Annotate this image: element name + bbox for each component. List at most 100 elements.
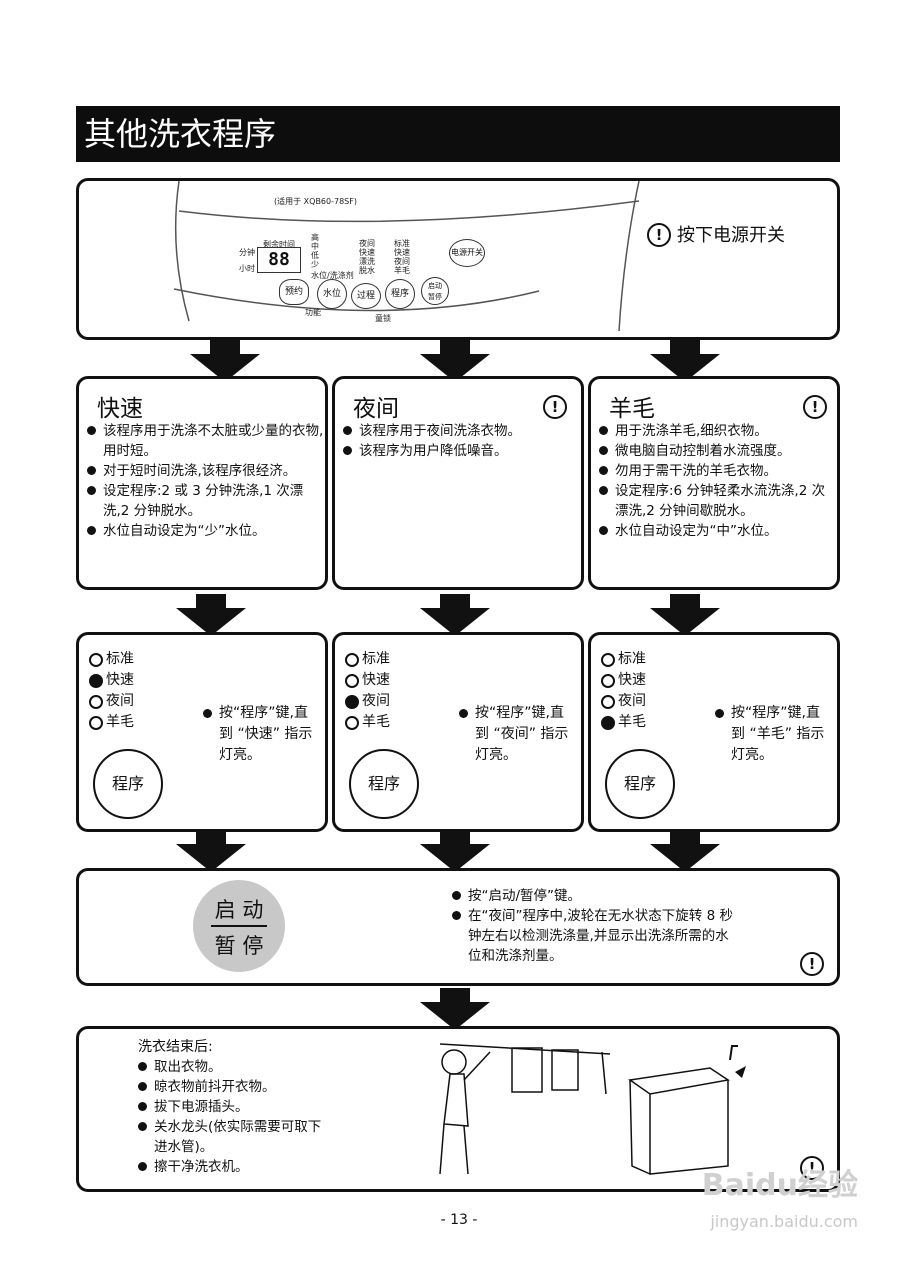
list-item: 勿用于需干洗的羊毛衣物。 bbox=[599, 461, 837, 481]
card-quick: 快速 该程序用于洗涤不太脏或少量的衣物,用时短。 对于短时间洗涤,该程序很经济。… bbox=[76, 376, 328, 590]
program-button[interactable]: 程序 bbox=[385, 279, 415, 309]
card-bullets: 该程序用于洗涤不太脏或少量的衣物,用时短。 对于短时间洗涤,该程序很经济。 设定… bbox=[87, 421, 325, 541]
end-instructions: 取出衣物。 晾衣物前抖开衣物。 拔下电源插头。 关水龙头(依实际需要可取下进水管… bbox=[138, 1057, 328, 1177]
indicator-light bbox=[345, 652, 359, 667]
indicator-light bbox=[601, 652, 615, 667]
washing-machine-illustration bbox=[628, 1045, 746, 1175]
option-wool: 羊毛 bbox=[89, 712, 134, 733]
indicator-light bbox=[601, 673, 615, 688]
indicator-light bbox=[89, 652, 103, 667]
hours-label: 小时 bbox=[239, 264, 255, 273]
indicator-light bbox=[601, 694, 615, 709]
indicator-light bbox=[601, 715, 615, 730]
card-title: 羊毛 bbox=[609, 396, 655, 422]
option-night: 夜间 bbox=[345, 691, 390, 712]
card-wool: 羊毛 ! 用于洗涤羊毛,细织衣物。 微电脑自动控制着水流强度。 勿用于需干洗的羊… bbox=[588, 376, 840, 590]
warning-icon: ! bbox=[543, 395, 567, 419]
indicator-light bbox=[345, 673, 359, 688]
list-item: 设定程序:2 或 3 分钟洗涤,1 次漂洗,2 分钟脱水。 bbox=[87, 481, 325, 521]
down-arrow-icon bbox=[650, 830, 720, 872]
list-item: 晾衣物前抖开衣物。 bbox=[138, 1077, 328, 1097]
down-arrow-icon bbox=[420, 830, 490, 872]
down-arrow-icon bbox=[420, 988, 490, 1030]
card-bullets: 该程序用于夜间洗涤衣物。 该程序为用户降低噪音。 bbox=[343, 421, 581, 461]
option-quick: 快速 bbox=[89, 670, 134, 691]
power-instruction: 按下电源开关 bbox=[677, 225, 785, 246]
program-lights-col1: 夜间 快速 漂洗 脱水 bbox=[359, 239, 375, 275]
indicator-light bbox=[345, 694, 359, 709]
process-button[interactable]: 过程 bbox=[351, 283, 381, 309]
indicator-light bbox=[89, 673, 103, 688]
option-quick: 快速 bbox=[601, 670, 646, 691]
program-options: 标准 快速 夜间 羊毛 bbox=[345, 649, 390, 733]
option-wool: 羊毛 bbox=[345, 712, 390, 733]
power-switch-button[interactable]: 电源开关 bbox=[449, 239, 485, 267]
water-caption: 水位/洗涤剂 bbox=[311, 271, 354, 280]
list-item: 水位自动设定为“中”水位。 bbox=[599, 521, 837, 541]
list-item: 按“启动/暂停”键。 bbox=[452, 886, 742, 906]
program-options: 标准 快速 夜间 羊毛 bbox=[601, 649, 646, 733]
list-item: 水位自动设定为“少”水位。 bbox=[87, 521, 325, 541]
program-options: 标准 快速 夜间 羊毛 bbox=[89, 649, 134, 733]
list-item: 用于洗涤羊毛,细织衣物。 bbox=[599, 421, 837, 441]
list-item: 对于短时间洗涤,该程序很经济。 bbox=[87, 461, 325, 481]
program-button[interactable]: 程序 bbox=[93, 749, 163, 819]
water-level-button[interactable]: 水位 bbox=[317, 279, 347, 309]
down-arrow-icon bbox=[176, 830, 246, 872]
press-instruction: 按“程序”键,直 到 “快速” 指示 灯亮。 bbox=[203, 703, 312, 766]
start-instructions: 按“启动/暂停”键。 在“夜间”程序中,波轮在无水状态下旋转 8 秒钟左右以检测… bbox=[452, 886, 742, 966]
list-item: 取出衣物。 bbox=[138, 1057, 328, 1077]
list-item: 该程序用于夜间洗涤衣物。 bbox=[343, 421, 581, 441]
program-lights-col2: 标准 快速 夜间 羊毛 bbox=[394, 239, 410, 275]
warning-icon: ! bbox=[647, 223, 671, 247]
start-pause-button-small[interactable]: 启动暂停 bbox=[421, 277, 449, 305]
option-night: 夜间 bbox=[89, 691, 134, 712]
washer-panel-illustration bbox=[173, 181, 640, 332]
selector-quick: 标准 快速 夜间 羊毛 按“程序”键,直 到 “快速” 指示 灯亮。 程序 bbox=[76, 632, 328, 832]
option-quick: 快速 bbox=[345, 670, 390, 691]
indicator-light bbox=[345, 715, 359, 730]
minutes-label: 分钟 bbox=[239, 248, 255, 257]
indicator-light bbox=[89, 715, 103, 730]
watermark-logo: Baidu经验 bbox=[701, 1168, 858, 1203]
function-label: 功能 bbox=[305, 308, 321, 317]
down-arrow-icon bbox=[176, 594, 246, 636]
option-night: 夜间 bbox=[601, 691, 646, 712]
card-title: 快速 bbox=[97, 396, 143, 422]
down-arrow-icon bbox=[420, 594, 490, 636]
down-arrow-icon bbox=[190, 340, 260, 382]
selector-night: 标准 快速 夜间 羊毛 按“程序”键,直 到 “夜间” 指示 灯亮。 程序 bbox=[332, 632, 584, 832]
water-level-labels: 高 中 低 少 bbox=[311, 233, 319, 269]
list-item: 关水龙头(依实际需要可取下进水管)。 bbox=[138, 1117, 328, 1157]
woman-hanging-laundry-illustration bbox=[439, 1043, 611, 1175]
start-pause-button[interactable]: 启 动 暂 停 bbox=[193, 880, 285, 972]
time-label: 剩余时间 bbox=[263, 240, 295, 249]
option-standard: 标准 bbox=[89, 649, 134, 670]
list-item: 设定程序:6 分钟轻柔水流洗涤,2 次漂洗,2 分钟间歇脱水。 bbox=[599, 481, 837, 521]
down-arrow-icon bbox=[650, 340, 720, 382]
list-item: 擦干净洗衣机。 bbox=[138, 1157, 328, 1177]
option-standard: 标准 bbox=[601, 649, 646, 670]
page-number: - 13 - bbox=[440, 1212, 478, 1228]
reserve-button[interactable]: 预约 bbox=[279, 279, 309, 305]
list-item: 该程序用于洗涤不太脏或少量的衣物,用时短。 bbox=[87, 421, 325, 461]
program-button[interactable]: 程序 bbox=[605, 749, 675, 819]
child-lock-label: 童锁 bbox=[375, 314, 391, 323]
watermark-url: jingyan.baidu.com bbox=[710, 1212, 858, 1231]
press-instruction: 按“程序”键,直 到 “羊毛” 指示 灯亮。 bbox=[715, 703, 824, 766]
down-arrow-icon bbox=[420, 340, 490, 382]
warning-icon: ! bbox=[800, 952, 824, 976]
model-note: (适用于 XQB60-78SF) bbox=[274, 197, 357, 206]
end-section bbox=[76, 1026, 840, 1192]
control-panel-box: (适用于 XQB60-78SF) 剩余时间 分钟 小时 88 高 中 低 少 水… bbox=[76, 178, 840, 340]
card-bullets: 用于洗涤羊毛,细织衣物。 微电脑自动控制着水流强度。 勿用于需干洗的羊毛衣物。 … bbox=[599, 421, 837, 541]
down-arrow-icon bbox=[650, 594, 720, 636]
page-title: 其他洗衣程序 bbox=[76, 106, 840, 162]
option-wool: 羊毛 bbox=[601, 712, 646, 733]
warning-icon: ! bbox=[800, 1156, 824, 1180]
warning-icon: ! bbox=[803, 395, 827, 419]
program-button[interactable]: 程序 bbox=[349, 749, 419, 819]
indicator-light bbox=[89, 694, 103, 709]
list-item: 在“夜间”程序中,波轮在无水状态下旋转 8 秒钟左右以检测洗涤量,并显示出洗涤所… bbox=[452, 906, 742, 966]
selector-wool: 标准 快速 夜间 羊毛 按“程序”键,直 到 “羊毛” 指示 灯亮。 程序 bbox=[588, 632, 840, 832]
